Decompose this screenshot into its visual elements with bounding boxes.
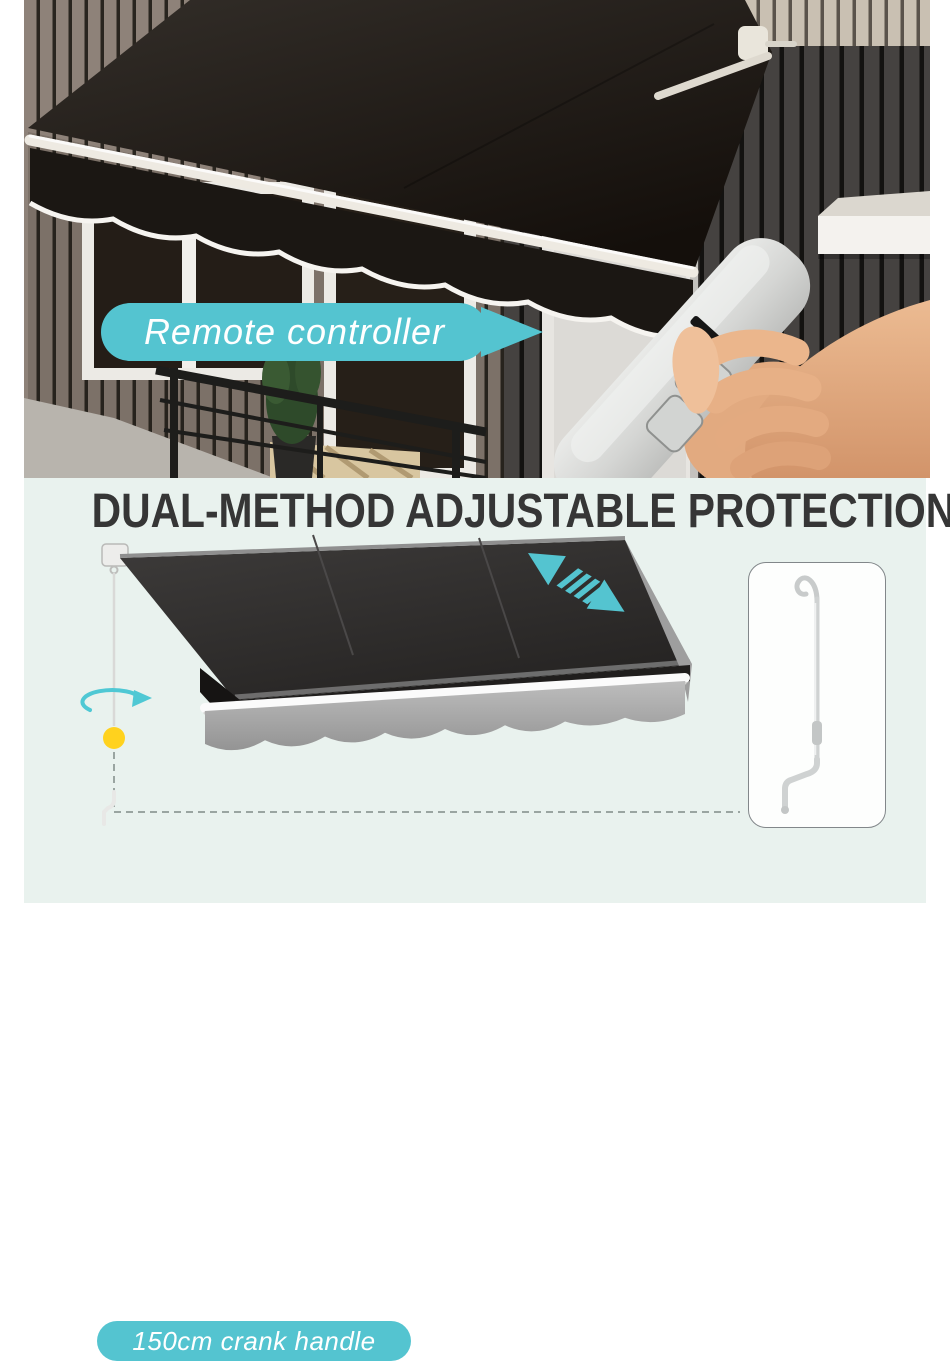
- wall-beam: [818, 191, 930, 259]
- crank-handle-pill: 150cm crank handle: [97, 1321, 411, 1361]
- rod-handle-end: [102, 790, 116, 826]
- product-infographic: Remote controller DUAL-METHOD ADJUSTABLE…: [24, 0, 950, 1361]
- remote-callout-label: Remote controller: [143, 311, 446, 352]
- extend-retract-arrow-icon: [528, 553, 625, 612]
- thumb: [672, 326, 720, 414]
- crank-rod: [101, 543, 129, 726]
- remote-hand-photo: [553, 238, 930, 478]
- crank-handle-icon: [781, 575, 822, 814]
- crank-handle-pill-label: 150cm crank handle: [132, 1325, 376, 1356]
- dashed-guide-line: [113, 752, 740, 813]
- yellow-indicator-dot: [103, 727, 125, 749]
- remote-callout: Remote controller: [101, 303, 543, 361]
- railing: [155, 365, 487, 478]
- forearm: [745, 300, 930, 478]
- hero-photo: Remote controller: [24, 0, 930, 478]
- crank-handle-box: [748, 562, 886, 828]
- arrow-right-icon: [481, 307, 543, 357]
- outer-valance: [205, 681, 685, 751]
- awning-bracket: [654, 26, 797, 100]
- concrete-wall: [24, 398, 274, 478]
- awning-illustration: [80, 534, 740, 826]
- section-title: DUAL-METHOD ADJUSTABLE PROTECTION: [91, 485, 950, 538]
- awning-photo: [24, 0, 797, 340]
- hero-photo-art: [24, 0, 930, 478]
- rotate-arrow-icon: [80, 688, 152, 712]
